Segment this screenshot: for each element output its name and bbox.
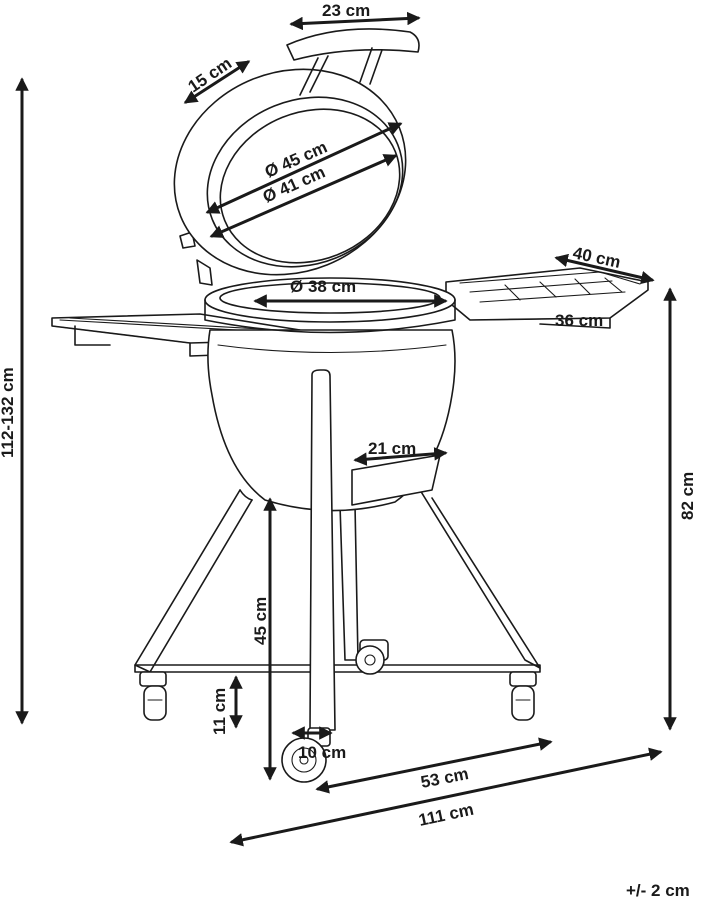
wheel-diameter-label: 10 cm	[298, 743, 346, 762]
vent-width-label: 21 cm	[368, 439, 416, 458]
handle-width-label: 23 cm	[322, 1, 370, 20]
grill-body	[207, 329, 456, 731]
shelf-height-label: 82 cm	[678, 472, 697, 520]
rear-wheel	[355, 639, 389, 675]
dimension-lines	[15, 11, 677, 847]
total-width-label: 111 cm	[417, 800, 476, 830]
total-height-label: 112-132 cm	[0, 367, 17, 458]
shelf-depth-label: 36 cm	[555, 311, 603, 330]
grill-illustration	[51, 28, 649, 783]
wheel-height-label: 11 cm	[210, 688, 229, 735]
leg-height-label: 45 cm	[251, 597, 270, 645]
right-shelf	[445, 267, 649, 329]
tolerance-label: +/- 2 cm	[626, 881, 690, 900]
right-caster	[509, 671, 537, 721]
grill-diameter-label: Ø 38 cm	[290, 277, 356, 296]
lid-handle	[286, 28, 420, 96]
left-caster	[139, 671, 167, 721]
